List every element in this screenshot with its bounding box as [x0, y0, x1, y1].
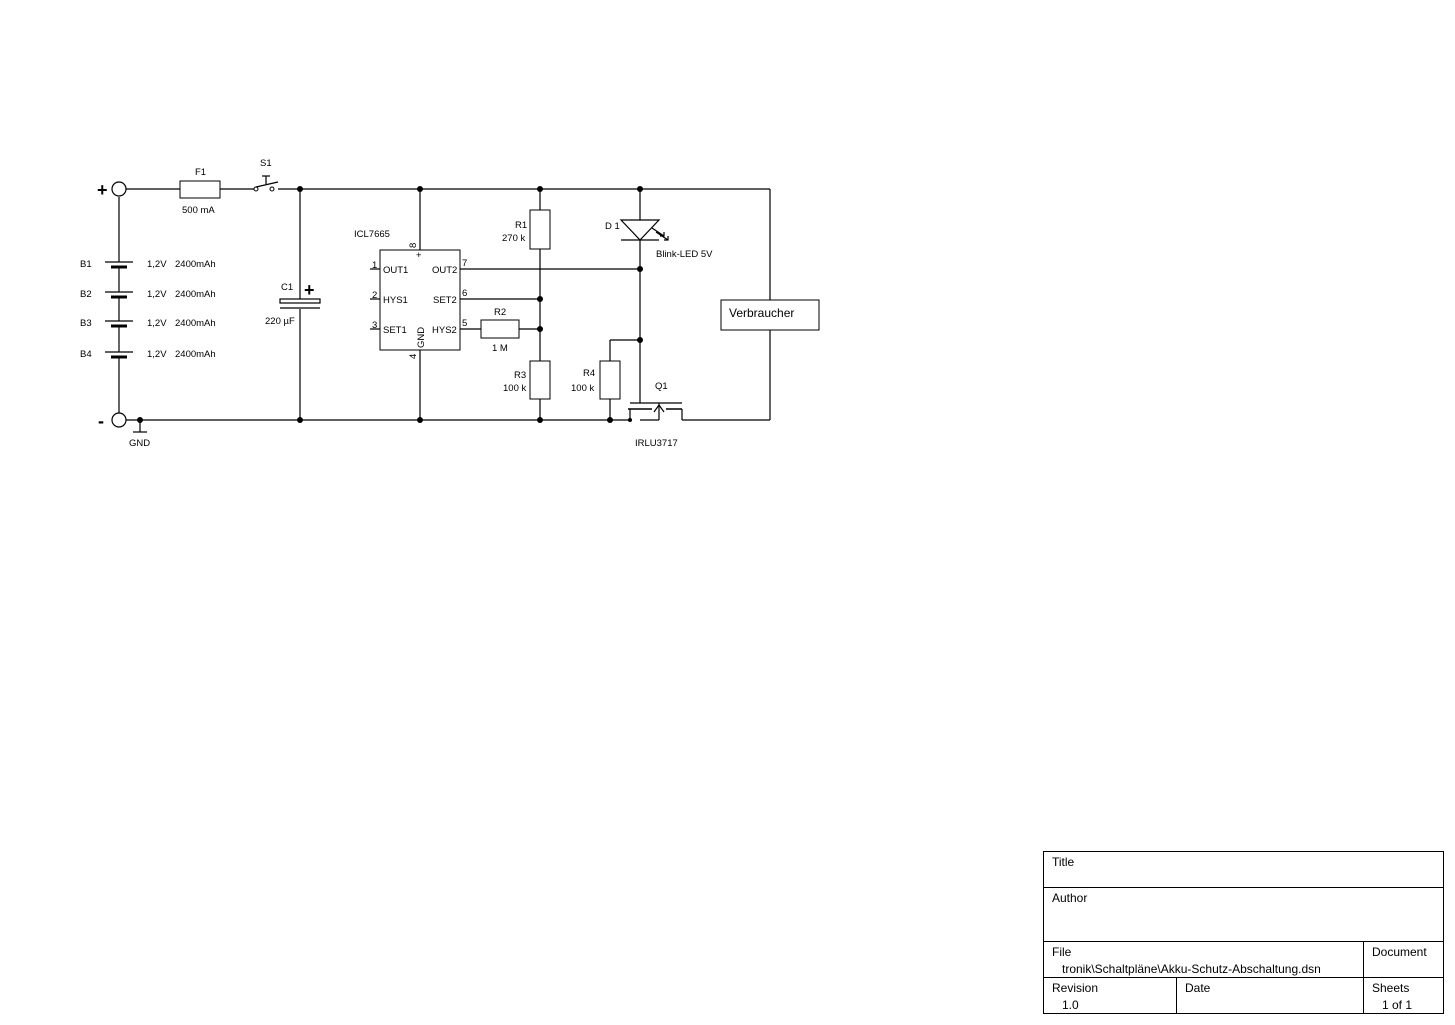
document-label: Document [1372, 945, 1427, 959]
ic-pin-gnd: GND [416, 327, 427, 348]
ic-pin-num-4: 4 [408, 354, 419, 359]
revision-value: 1.0 [1062, 998, 1079, 1012]
battery-voltage: 1,2V [147, 259, 167, 270]
battery-voltage: 1,2V [147, 289, 167, 300]
plus-label: + [97, 180, 108, 200]
title-cell: Title [1044, 852, 1443, 888]
title-label: Title [1052, 855, 1075, 869]
ic-pin-num-5: 5 [462, 318, 467, 329]
revision-cell: Revision 1.0 [1044, 978, 1177, 1013]
battery-b2: B2 1,2V 2400mAh [80, 289, 216, 300]
ic-name: ICL7665 [354, 229, 390, 240]
ic-pin-set2: SET2 [433, 295, 457, 306]
schematic-diagram: + - GND F1 500 mA S1 B1 1,2V 2400mAh [80, 158, 820, 449]
ic-pin-num-3: 3 [372, 320, 377, 331]
r3-value: 100 k [503, 383, 526, 394]
sheets-label: Sheets [1372, 981, 1410, 995]
ic-pin-hys2: HYS2 [432, 325, 457, 336]
resistor-r1: R1 270 k [502, 209, 551, 250]
author-cell: Author [1044, 888, 1443, 942]
ic-pin-num-1: 1 [372, 260, 377, 271]
battery-ref: B3 [80, 318, 92, 329]
r4-value: 100 k [571, 383, 594, 394]
resistor-r4: R4 100 k [571, 360, 621, 400]
load-label: Verbraucher [729, 306, 794, 320]
r1-value: 270 k [502, 233, 525, 244]
sheets-value: 1 of 1 [1382, 998, 1413, 1012]
battery-capacity: 2400mAh [175, 289, 216, 300]
resistor-r3: R3 100 k [503, 360, 551, 400]
title-block: Title Author File tronik\Schaltpläne\Akk… [1043, 851, 1444, 1014]
battery-capacity: 2400mAh [175, 259, 216, 270]
file-cell: File tronik\Schaltpläne\Akku-Schutz-Absc… [1044, 942, 1364, 978]
ic-pin-num-2: 2 [372, 290, 377, 301]
battery-b3: B3 1,2V 2400mAh [80, 318, 216, 329]
r2-ref: R2 [494, 307, 506, 318]
load-box: Verbraucher [720, 299, 820, 331]
revision-label: Revision [1052, 981, 1099, 995]
gnd-label: GND [129, 438, 150, 449]
fuse-value: 500 mA [182, 205, 215, 216]
plus-terminal [111, 181, 127, 197]
r4-ref: R4 [583, 368, 595, 379]
capacitor-ref: C1 [281, 282, 293, 293]
document-cell: Document [1364, 942, 1443, 978]
ic-pin-hys1: HYS1 [383, 295, 408, 306]
file-label: File [1052, 945, 1072, 959]
battery-capacity: 2400mAh [175, 318, 216, 329]
ic-pin-out1: OUT1 [383, 265, 408, 276]
ic-pin-num-8: 8 [408, 243, 419, 248]
r1-ref: R1 [515, 220, 527, 231]
capacitor-c1: C1 + 220 µF [265, 280, 321, 327]
battery-b1: B1 1,2V 2400mAh [80, 259, 216, 270]
mosfet-value: IRLU3717 [635, 438, 678, 449]
fuse-f1: F1 500 mA [179, 167, 221, 216]
wires [118, 188, 771, 421]
mosfet-q1: Q1 IRLU3717 [628, 381, 683, 449]
power-terminals: + - GND [97, 180, 150, 449]
battery-voltage: 1,2V [147, 318, 167, 329]
date-cell: Date [1177, 978, 1364, 1013]
battery-ref: B2 [80, 289, 92, 300]
battery-ref: B4 [80, 349, 92, 360]
switch-s1: S1 [253, 158, 279, 192]
led-ref: D 1 [605, 221, 620, 232]
led-d1: D 1 Blink-LED 5V [605, 219, 713, 260]
ic-pin-num-7: 7 [462, 258, 467, 269]
led-value: Blink-LED 5V [656, 249, 713, 260]
battery-voltage: 1,2V [147, 349, 167, 360]
resistor-r2: R2 1 M [480, 307, 520, 354]
switch-ref: S1 [260, 158, 272, 169]
ic-pin-num-6: 6 [462, 288, 467, 299]
minus-terminal [111, 412, 127, 428]
battery-pack: B1 1,2V 2400mAh B2 1,2V 2400mAh B3 1,2V … [80, 259, 216, 360]
sheets-cell: Sheets 1 of 1 [1364, 978, 1443, 1013]
battery-b4: B4 1,2V 2400mAh [80, 349, 216, 360]
minus-label: - [98, 411, 104, 431]
ic-pin-out2: OUT2 [432, 265, 457, 276]
capacitor-polarity: + [304, 280, 315, 300]
file-value: tronik\Schaltpläne\Akku-Schutz-Abschaltu… [1062, 962, 1321, 976]
r3-ref: R3 [514, 370, 526, 381]
mosfet-ref: Q1 [655, 381, 668, 392]
author-label: Author [1052, 891, 1088, 905]
ic-pin-vplus: + [416, 250, 422, 261]
fuse-ref: F1 [195, 167, 206, 178]
capacitor-value: 220 µF [265, 316, 295, 327]
r2-value: 1 M [492, 343, 508, 354]
ic-pin-set1: SET1 [383, 325, 407, 336]
date-label: Date [1185, 981, 1211, 995]
battery-ref: B1 [80, 259, 92, 270]
ic-icl7665: ICL7665 OUT1 HYS1 SET1 OUT2 SET2 HYS2 GN… [354, 229, 467, 359]
junctions [137, 186, 643, 423]
battery-capacity: 2400mAh [175, 349, 216, 360]
